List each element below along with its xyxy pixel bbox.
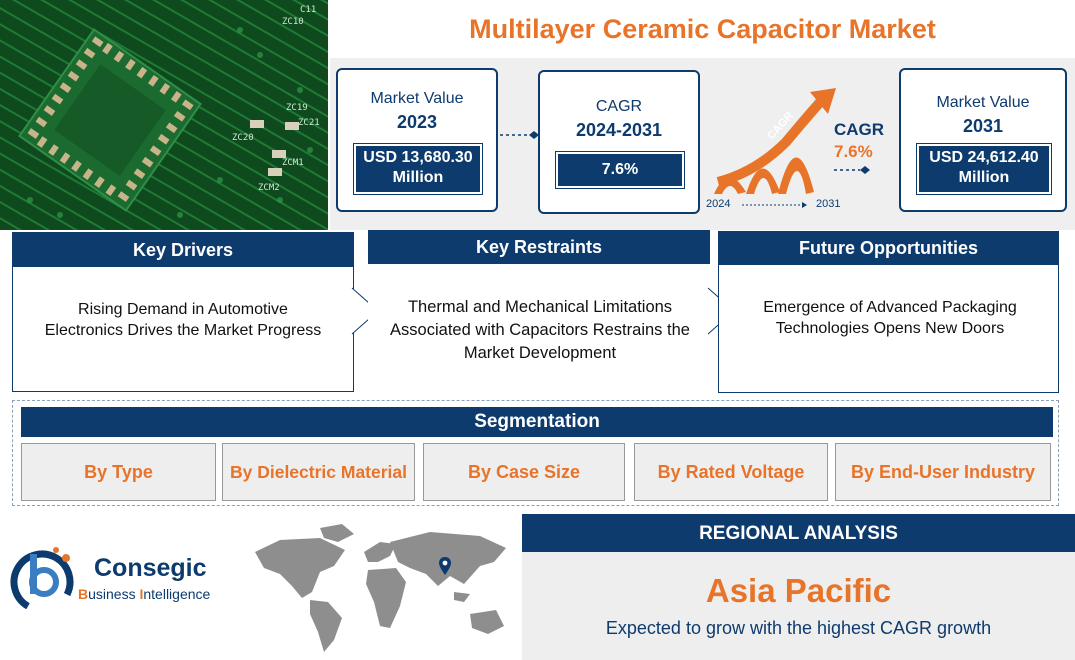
stat-label: CAGR — [595, 98, 643, 115]
logo-tagline-part: usiness — [88, 586, 140, 602]
logo-tagline-b: B — [78, 586, 89, 602]
pcb-label: ZC10 — [282, 17, 304, 27]
pcb-label: ZC20 — [232, 133, 254, 143]
segment-by-rated-voltage: By Rated Voltage — [634, 443, 828, 501]
section-heading: Future Opportunities — [719, 231, 1058, 265]
logo-tagline: Business Intelligence — [78, 586, 210, 602]
section-body: Emergence of Advanced Packaging Technolo… — [763, 299, 1017, 337]
market-value-2023: USD 13,680.30 Million — [353, 143, 483, 195]
stat-year: 2031 — [962, 116, 1004, 136]
logo-tagline-i: I — [139, 586, 144, 602]
cagr-card: CAGR 2024-2031 7.6% — [538, 70, 700, 214]
region-note: Expected to grow with the highest CAGR g… — [605, 618, 992, 638]
stat-label: Market Value — [936, 94, 1030, 111]
pcb-label: ZCM2 — [258, 183, 280, 193]
regional-heading: REGIONAL ANALYSIS — [522, 514, 1075, 552]
world-map-icon — [255, 524, 506, 652]
stat-period: 2024-2031 — [575, 120, 663, 140]
growth-graphic: CAGR 2024 2031 CAGR 7.6% — [706, 82, 896, 214]
market-value-2023-card: Market Value 2023 USD 13,680.30 Million — [336, 68, 498, 212]
pcb-label: ZC21 — [298, 118, 320, 128]
future-opportunities-panel: Future Opportunities Emergence of Advanc… — [718, 231, 1059, 393]
segment-by-end-user-industry: By End-User Industry — [835, 443, 1051, 501]
pcb-label: ZCM1 — [282, 158, 304, 168]
map-pin-icon — [439, 557, 451, 575]
logo-tagline-part: ntelligence — [143, 586, 211, 602]
cagr-side-label: CAGR — [834, 120, 885, 139]
section-heading: Key Drivers — [13, 233, 353, 267]
regional-panel: REGIONAL ANALYSIS Asia Pacific Expected … — [522, 514, 1075, 660]
connector-arrow-icon — [834, 166, 870, 174]
cagr-side-value: 7.6% — [834, 142, 873, 161]
cagr-value: 7.6% — [555, 151, 685, 189]
pcb-label: ZC19 — [286, 103, 308, 113]
segmentation-panel: Segmentation By Type By Dielectric Mater… — [12, 400, 1059, 506]
stat-label: Market Value — [370, 90, 464, 107]
stat-year: 2023 — [396, 112, 438, 132]
segment-by-dielectric-material: By Dielectric Material — [222, 443, 415, 501]
pcb-illustration: C11 ZC10 ZC19 ZC21 ZC20 ZCM1 ZCM2 — [0, 0, 328, 230]
pcb-image: C11 ZC10 ZC19 ZC21 ZC20 ZCM1 ZCM2 — [0, 0, 328, 230]
key-restraints-panel: Key Restraints Thermal and Mechanical Li… — [368, 230, 710, 392]
company-logo: Consegic Business Intelligence — [10, 540, 240, 620]
market-value-2031-card: Market Value 2031 USD 24,612.40 Million — [899, 68, 1067, 212]
pcb-label: C11 — [300, 5, 316, 15]
logo-mark-icon — [10, 547, 74, 614]
market-value-2031: USD 24,612.40 Million — [916, 143, 1052, 195]
connector-arrow-icon — [500, 131, 539, 139]
section-body: Rising Demand in Automotive Electronics … — [44, 301, 322, 339]
segment-by-type: By Type — [21, 443, 216, 501]
section-body: Thermal and Mechanical Limitations Assoc… — [390, 298, 690, 362]
section-heading: Key Restraints — [368, 230, 710, 264]
key-drivers-panel: Key Drivers Rising Demand in Automotive … — [12, 232, 354, 392]
region-name: Asia Pacific — [705, 572, 892, 609]
growth-arrow-icon: CAGR — [714, 88, 836, 208]
segment-by-case-size: By Case Size — [423, 443, 625, 501]
logo-name: Consegic — [94, 554, 207, 582]
page-title: Multilayer Ceramic Capacitor Market — [469, 14, 936, 44]
segmentation-heading: Segmentation — [21, 407, 1053, 437]
end-year: 2031 — [816, 198, 841, 210]
start-year: 2024 — [706, 198, 731, 210]
